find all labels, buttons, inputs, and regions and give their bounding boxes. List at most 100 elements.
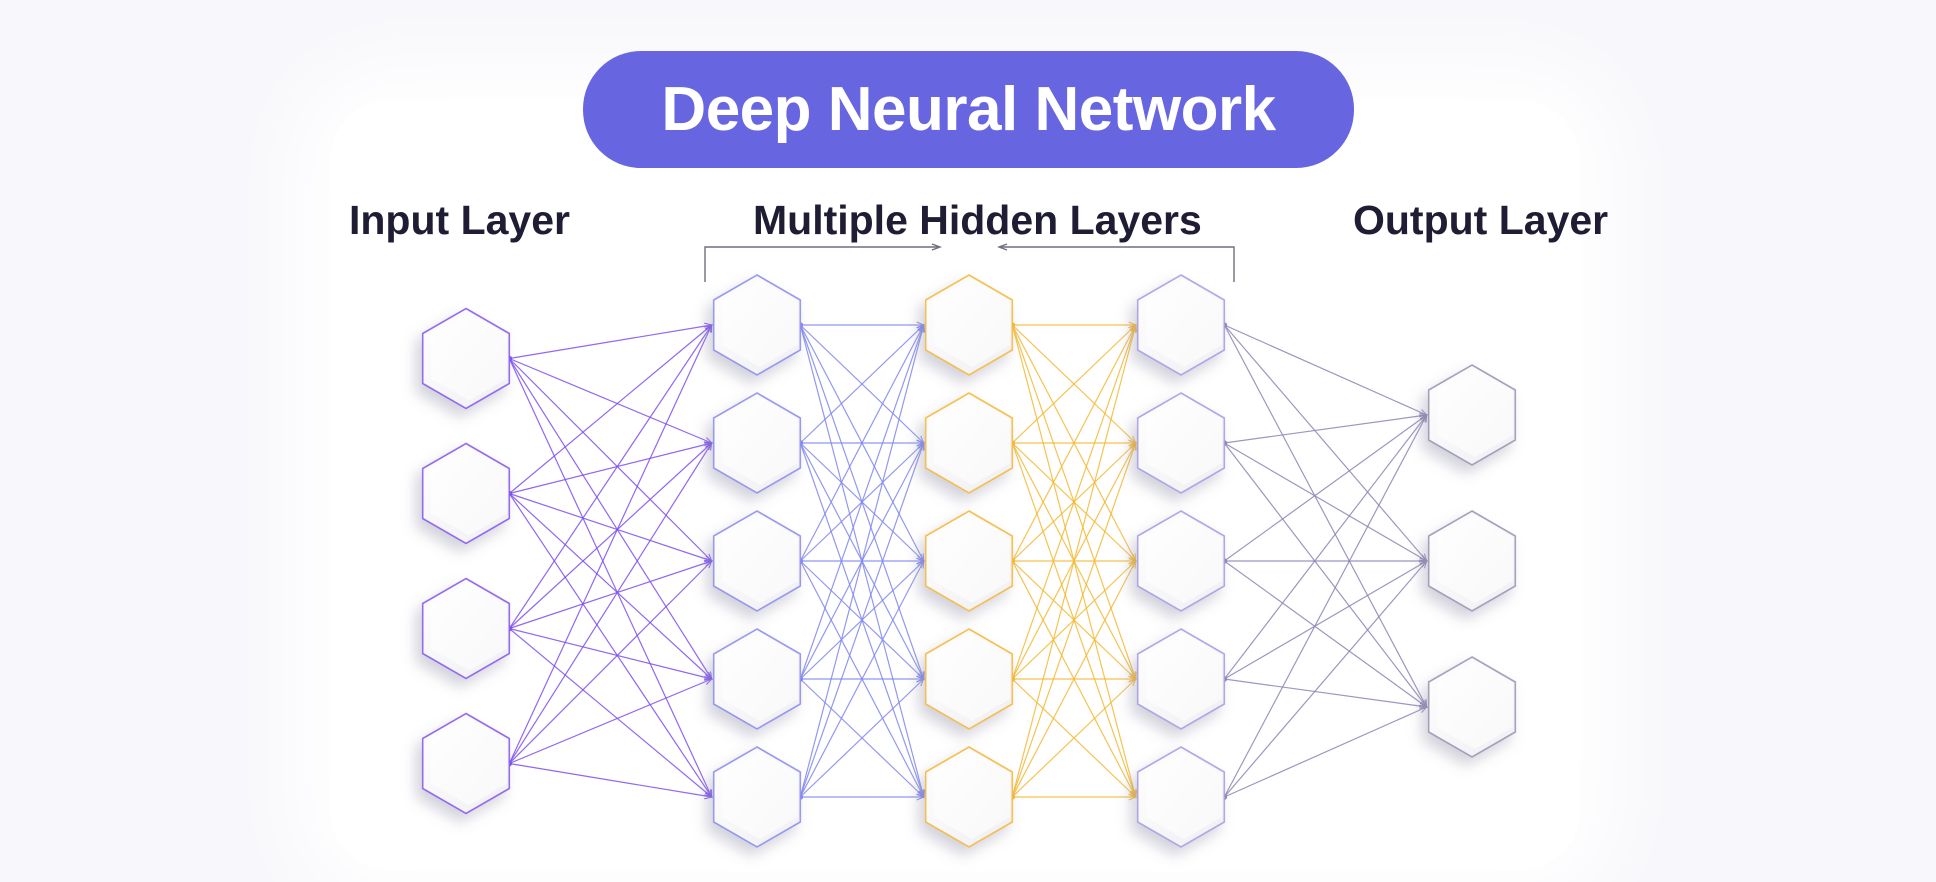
connection-3-0-1: [1223, 324, 1428, 562]
connection-1-4-2: [799, 560, 925, 798]
neuron-highlight-2-4: [933, 751, 1011, 839]
neuron-output-4-0: [1427, 364, 1517, 466]
neuron-highlight-0-2: [430, 582, 508, 671]
connection-3-4-2: [1224, 706, 1427, 798]
hidden-layers-label: Multiple Hidden Layers: [753, 197, 1202, 243]
connection-3-0-2: [1223, 324, 1428, 708]
hidden-layers-bracket: [704, 243, 1235, 282]
neuron-input-0-1: [421, 442, 511, 545]
connection-0-0-2: [508, 358, 713, 562]
connection-arrowhead-1-4-0: [918, 323, 926, 333]
connection-3-2-0: [1223, 414, 1428, 562]
connection-3-4-0: [1223, 414, 1428, 798]
neuron-hidden-1-0: [712, 274, 802, 376]
neuron-highlight-3-4: [1145, 751, 1223, 839]
connections: [506, 321, 1429, 801]
connection-2-2-0: [1011, 324, 1137, 562]
connection-0-1-3: [508, 493, 713, 680]
connection-0-3-3: [509, 678, 712, 765]
connection-0-0-1: [509, 357, 712, 444]
connection-0-2-3: [509, 627, 712, 680]
neuron-hidden-3-3: [1136, 628, 1226, 730]
bracket-left-line: [704, 246, 938, 282]
connection-0-3-2: [508, 560, 713, 764]
neuron-highlight-3-0: [1145, 279, 1223, 367]
connection-0-1-1: [509, 442, 712, 495]
bracket-right-line: [1001, 246, 1235, 282]
connection-3-2-2: [1223, 560, 1428, 708]
neuron-output-4-1: [1427, 510, 1517, 612]
connection-0-3-4: [509, 762, 712, 798]
neuron-highlight-4-2: [1436, 661, 1514, 749]
connection-arrowhead-0-3-1: [705, 441, 713, 451]
connection-2-4-0: [1011, 324, 1137, 798]
neuron-highlight-0-0: [430, 312, 508, 401]
connection-arrowhead-0-3-2: [704, 560, 713, 569]
connection-3-1-0: [1224, 414, 1427, 444]
neuron-hidden-1-4: [712, 746, 802, 848]
connection-arrowhead-1-4-2: [917, 559, 925, 569]
connection-3-1-2: [1223, 442, 1428, 708]
neuron-hidden-3-2: [1136, 510, 1226, 612]
connection-2-1-0: [1011, 324, 1137, 444]
connection-2-3-0: [1011, 324, 1137, 680]
connection-arrowhead-2-4-2: [1129, 559, 1137, 569]
connection-1-4-3: [799, 678, 925, 798]
connection-3-1-1: [1223, 442, 1428, 562]
connection-3-3-1: [1223, 560, 1428, 680]
neuron-highlight-2-0: [933, 279, 1011, 367]
neuron-highlight-1-2: [721, 515, 799, 603]
connection-3-4-1: [1223, 560, 1428, 798]
neuron-highlight-3-2: [1145, 515, 1223, 603]
neuron-highlight-1-0: [721, 279, 799, 367]
neuron-hidden-1-3: [712, 628, 802, 730]
connection-0-2-0: [508, 324, 713, 629]
neuron-highlight-2-2: [933, 515, 1011, 603]
neuron-highlight-1-1: [721, 397, 799, 485]
connection-1-4-1: [799, 442, 925, 798]
connection-arrowhead-0-3-3: [704, 678, 713, 685]
neuron-input-0-3: [421, 712, 511, 815]
connection-arrowhead-0-3-0: [705, 323, 713, 333]
connection-arrowhead-2-4-0: [1130, 323, 1138, 333]
diagram-title: Deep Neural Network: [661, 75, 1276, 144]
connection-arrowhead-3-4-0: [1420, 413, 1428, 423]
connection-0-0-0: [509, 324, 712, 360]
connection-arrowhead-1-4-3: [916, 678, 925, 687]
neuron-highlight-3-3: [1145, 633, 1223, 721]
neuron-highlight-4-0: [1436, 369, 1514, 457]
neuron-hidden-3-4: [1136, 746, 1226, 848]
connection-0-0-3: [508, 358, 713, 680]
neuron-input-0-2: [421, 577, 511, 680]
connection-0-2-1: [508, 442, 713, 629]
connection-2-4-2: [1011, 560, 1137, 798]
neuron-highlight-4-1: [1436, 515, 1514, 603]
connection-0-1-2: [509, 492, 712, 562]
connection-3-3-0: [1223, 414, 1428, 680]
connection-0-2-4: [508, 628, 713, 798]
connection-arrowhead-1-4-4: [916, 793, 926, 801]
neuron-input-0-0: [421, 307, 511, 410]
connection-0-1-0: [508, 324, 713, 494]
connection-arrowhead-2-4-1: [1130, 441, 1137, 451]
connection-2-4-3: [1011, 678, 1137, 798]
neuron-highlight-0-3: [430, 717, 508, 806]
connection-2-4-1: [1011, 442, 1137, 798]
connection-arrowhead-1-4-1: [918, 441, 925, 451]
neuron-hidden-2-1: [924, 392, 1014, 494]
neuron-highlight-3-1: [1145, 397, 1223, 485]
output-layer-label: Output Layer: [1353, 197, 1609, 243]
connection-0-3-0: [508, 324, 713, 764]
neuron-hidden-3-1: [1136, 392, 1226, 494]
neuron-hidden-2-3: [924, 628, 1014, 730]
connection-1-2-0: [799, 324, 925, 562]
connection-arrowhead-3-4-1: [1419, 559, 1428, 569]
neuron-hidden-2-4: [924, 746, 1014, 848]
connection-0-0-4: [508, 358, 713, 798]
input-layer-label: Input Layer: [349, 197, 570, 243]
connection-arrowhead-2-4-4: [1128, 793, 1138, 801]
neuron-highlight-1-3: [721, 633, 799, 721]
connection-0-2-2: [509, 560, 712, 630]
